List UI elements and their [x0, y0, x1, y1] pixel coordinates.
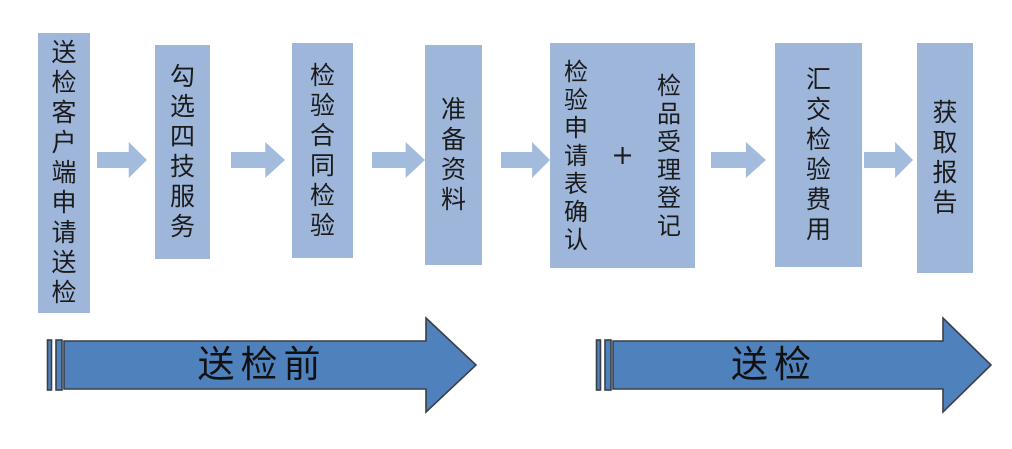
phase-label: 送检	[731, 343, 817, 386]
right-arrow-icon	[97, 142, 147, 178]
step-pay-inspection-fee: 汇交检验费用	[775, 43, 862, 267]
phase-label: 送检前	[197, 343, 327, 386]
step-contract-inspection: 检验合同检验	[292, 43, 353, 258]
step-client-apply: 送检客户端申请送检	[38, 33, 90, 313]
step-label-left: 检验申请表确认	[564, 57, 588, 254]
plus-icon: +	[611, 140, 634, 171]
step-get-report: 获取报告	[917, 43, 973, 273]
right-arrow-icon	[711, 142, 766, 178]
striped-arrow-icon	[46, 316, 478, 414]
right-arrow-icon	[864, 142, 913, 178]
step-select-service: 勾选四技服务	[155, 45, 210, 259]
step-label: 勾选四技服务	[170, 62, 196, 241]
right-arrow-icon	[231, 142, 285, 178]
right-arrow-icon	[372, 142, 425, 178]
right-arrow-icon	[501, 142, 550, 178]
step-label: 获取报告	[932, 98, 958, 217]
step-label-right: 检品受理登记	[657, 71, 681, 240]
phase-arrow-before-submission: 送检前	[46, 315, 478, 415]
step-label: 送检客户端申请送检	[51, 38, 77, 307]
striped-arrow-icon	[595, 316, 993, 414]
step-label: 汇交检验费用	[806, 65, 832, 244]
step-application-confirm-and-registration: 检验申请表确认 + 检品受理登记	[550, 43, 695, 268]
phase-arrow-submission: 送检	[595, 315, 993, 415]
step-prepare-materials: 准备资料	[425, 45, 482, 265]
step-label: 检验合同检验	[310, 60, 336, 240]
step-label: 准备资料	[441, 95, 467, 214]
